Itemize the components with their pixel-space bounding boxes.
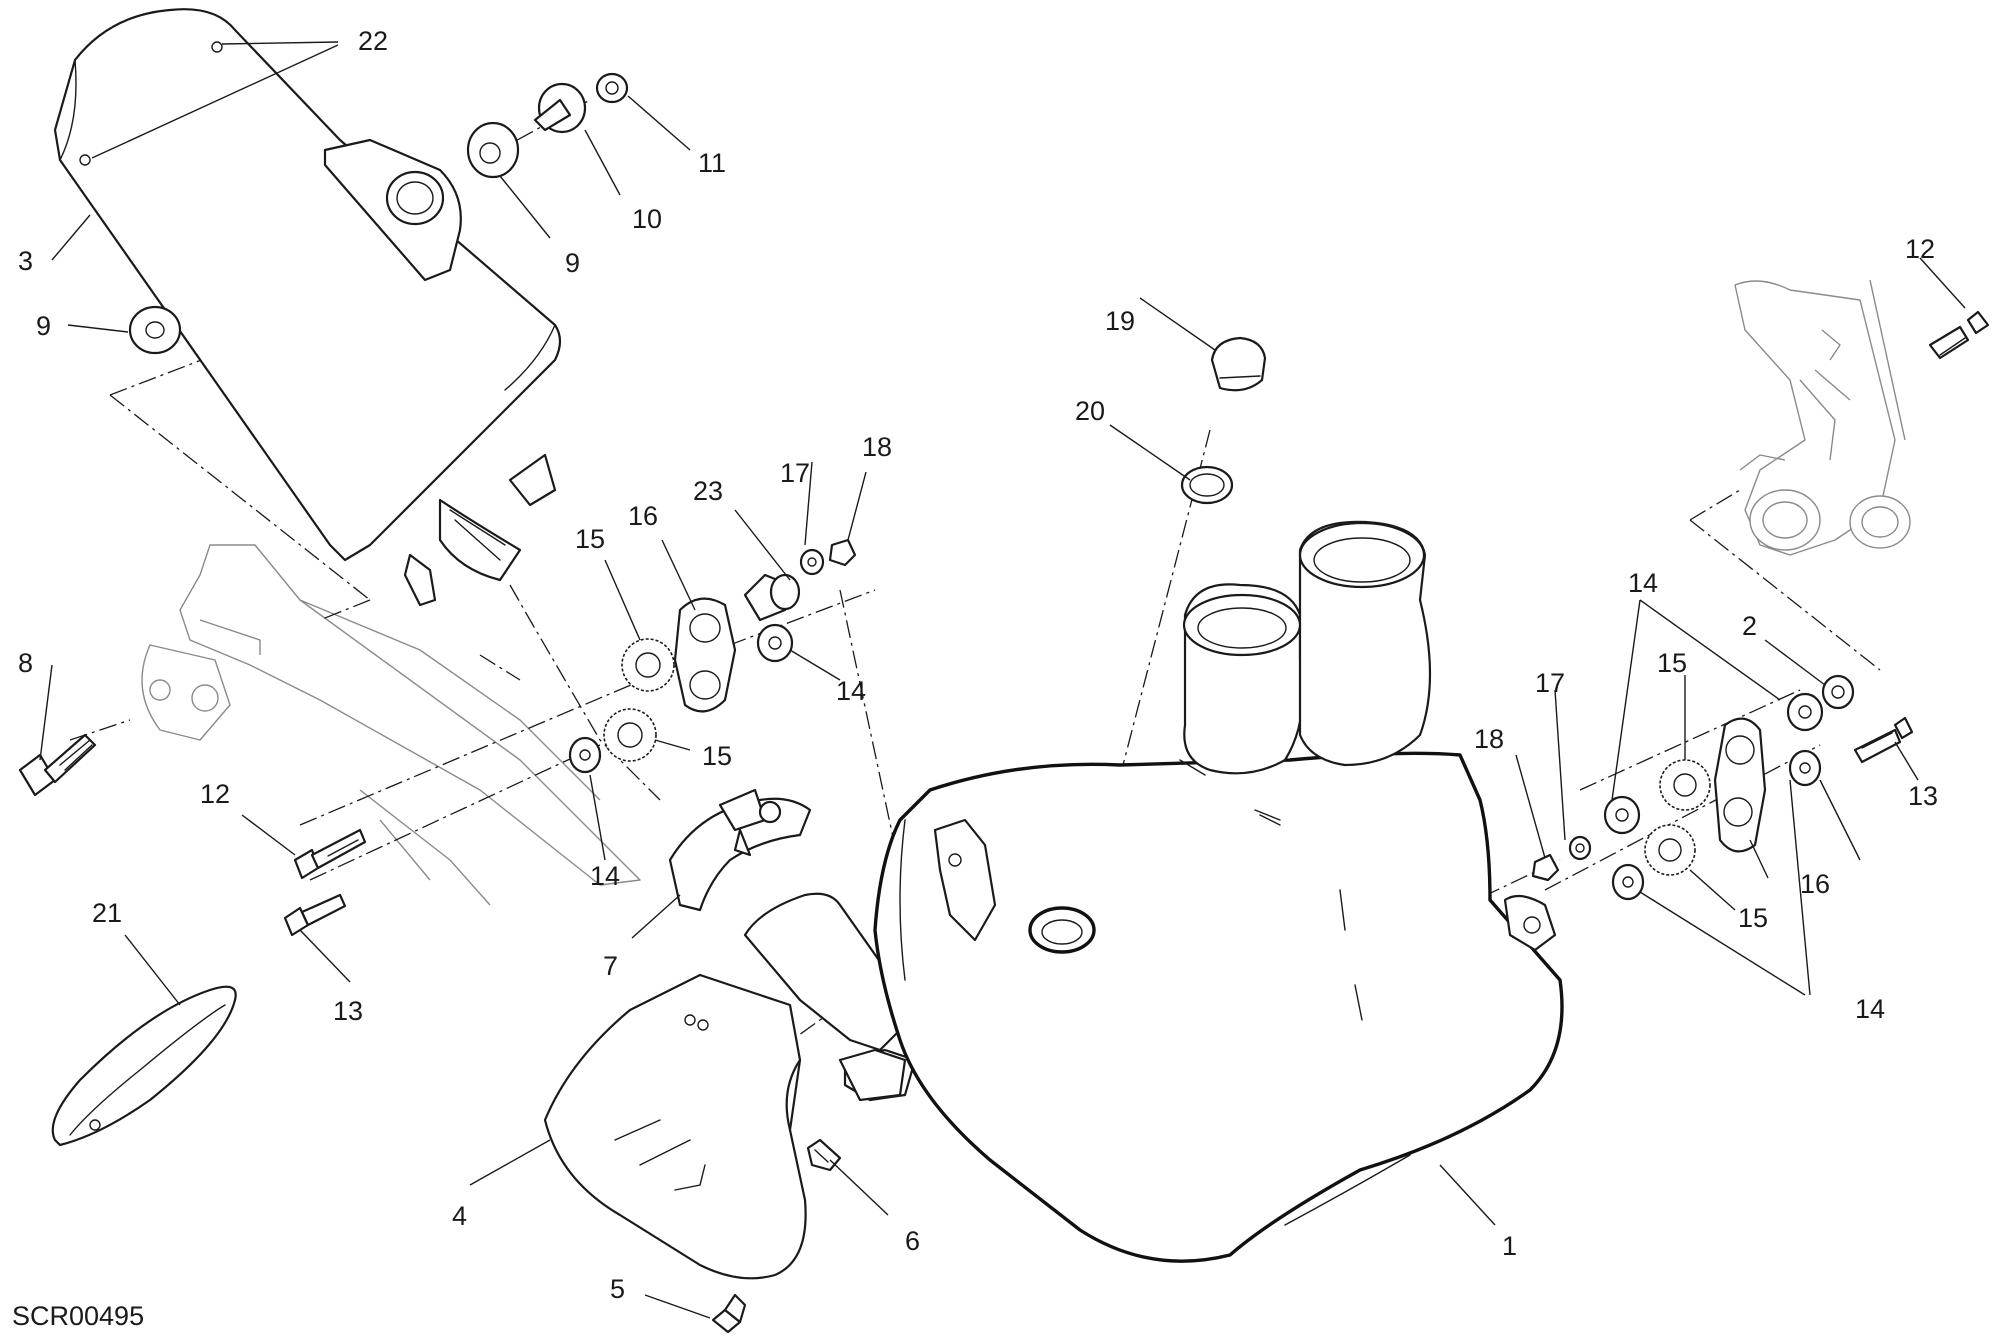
callout-13a: 13 — [333, 996, 363, 1026]
callout-12a: 12 — [1905, 234, 1935, 264]
grommet-15-upper — [621, 638, 675, 692]
callout-4: 4 — [452, 1201, 467, 1231]
band-clamp-part-21 — [51, 985, 237, 1147]
callout-23: 23 — [693, 476, 723, 506]
callout-5: 5 — [610, 1274, 625, 1304]
washer-14-r1 — [1786, 692, 1824, 732]
bolt-part-8 — [18, 733, 97, 797]
callout-14d: 14 — [1855, 994, 1885, 1024]
callout-14b: 14 — [590, 861, 620, 891]
callout-22: 22 — [358, 26, 388, 56]
exhaust-body-part-1 — [838, 520, 1564, 1263]
right-bolts — [1853, 310, 1990, 764]
callout-15d: 15 — [1738, 903, 1768, 933]
washer-14-r2 — [1788, 749, 1822, 787]
callout-3: 3 — [18, 246, 33, 276]
callout-17a: 17 — [780, 458, 810, 488]
callout-2: 2 — [1742, 611, 1757, 641]
swingarm-bracket-ghost — [1734, 279, 1911, 556]
callout-17b: 17 — [1535, 668, 1565, 698]
callout-1: 1 — [1502, 1231, 1517, 1261]
exhaust-clamp-part-7 — [668, 788, 812, 912]
callout-13b: 13 — [1908, 781, 1938, 811]
left-bolts — [283, 828, 367, 937]
right-mount-stack — [1531, 674, 1855, 901]
washer-9-upper — [466, 121, 520, 179]
bracket-16-left — [673, 597, 737, 713]
left-mount-stack — [568, 538, 857, 774]
washer-14-lower-left — [568, 736, 602, 774]
callout-9a: 9 — [36, 311, 51, 341]
nut-18-right — [1531, 853, 1560, 882]
callout-14c: 14 — [1628, 568, 1658, 598]
washer-9-lower — [128, 305, 182, 355]
callout-18a: 18 — [862, 432, 892, 462]
callout-9b: 9 — [565, 248, 580, 278]
washer-2 — [1821, 674, 1855, 710]
washer-14-upper-left — [756, 623, 794, 663]
callout-6: 6 — [905, 1226, 920, 1256]
muffler-mount-hardware — [128, 72, 629, 355]
muffler-part-3 — [53, 8, 562, 607]
callout-16a: 16 — [628, 501, 658, 531]
washer-14-r4 — [1611, 863, 1645, 901]
washer-17-right — [1568, 835, 1592, 861]
callout-12b: 12 — [200, 779, 230, 809]
leader-lines — [39, 41, 1966, 1319]
callout-15b: 15 — [702, 741, 732, 771]
callout-labels: 22 3 9 9 10 11 12 19 20 18 17 23 16 15 1… — [12, 26, 1938, 1331]
callout-14a: 14 — [836, 676, 866, 706]
washer-11 — [595, 72, 629, 104]
drain-plug-19-20 — [1180, 336, 1267, 505]
callout-16b: 16 — [1800, 869, 1830, 899]
drawing-code: SCR00495 — [12, 1301, 144, 1331]
callout-19: 19 — [1105, 306, 1135, 336]
bracket-16-right — [1713, 717, 1767, 853]
callout-18b: 18 — [1474, 724, 1504, 754]
grommet-15-upper-right — [1659, 759, 1711, 811]
callout-15c: 15 — [1657, 648, 1687, 678]
grommet-15-lower — [603, 708, 657, 762]
callout-10: 10 — [632, 204, 662, 234]
callout-15a: 15 — [575, 524, 605, 554]
grommet-15-lower-right — [1644, 824, 1696, 876]
washer-14-r3 — [1603, 795, 1641, 835]
callout-8: 8 — [18, 648, 33, 678]
callout-7: 7 — [603, 951, 618, 981]
callout-21: 21 — [92, 898, 122, 928]
heat-shield-part-4 — [543, 973, 807, 1280]
nut-18-left — [828, 538, 857, 567]
callout-20: 20 — [1075, 396, 1105, 426]
frame-outline-ghost — [141, 544, 641, 906]
callout-11: 11 — [698, 148, 726, 178]
washer-17-left — [799, 548, 825, 576]
